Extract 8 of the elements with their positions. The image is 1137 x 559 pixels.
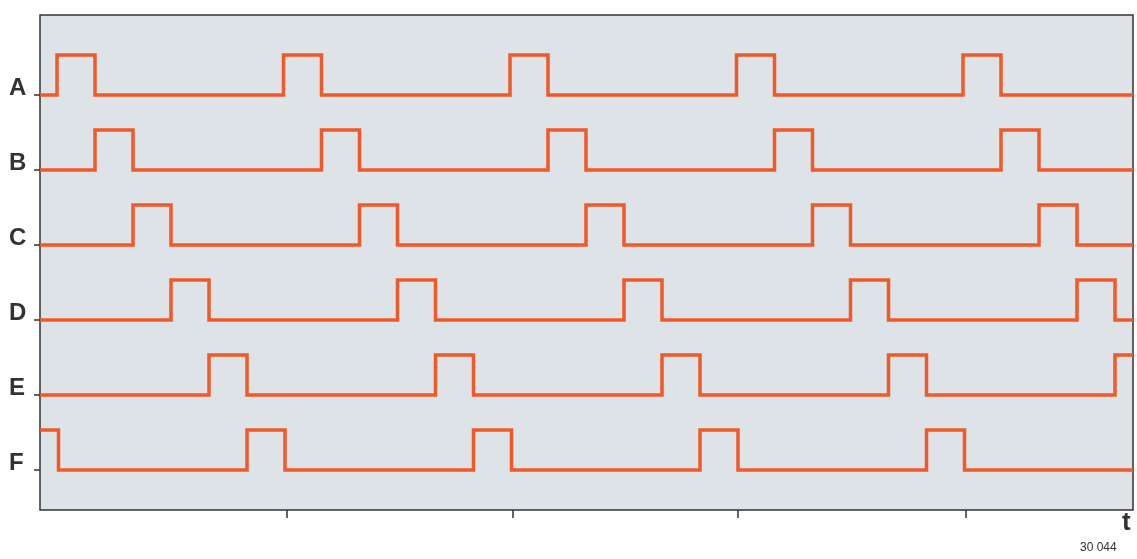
axis-label: t — [1122, 508, 1131, 534]
signal-label: B — [9, 150, 27, 174]
signal-label: A — [9, 75, 27, 99]
signal-label: E — [9, 375, 25, 399]
signal-label: C — [9, 225, 27, 249]
signal-label: F — [9, 450, 24, 474]
signal-label: D — [9, 300, 27, 324]
figure-number: 30 044 — [1080, 540, 1117, 554]
